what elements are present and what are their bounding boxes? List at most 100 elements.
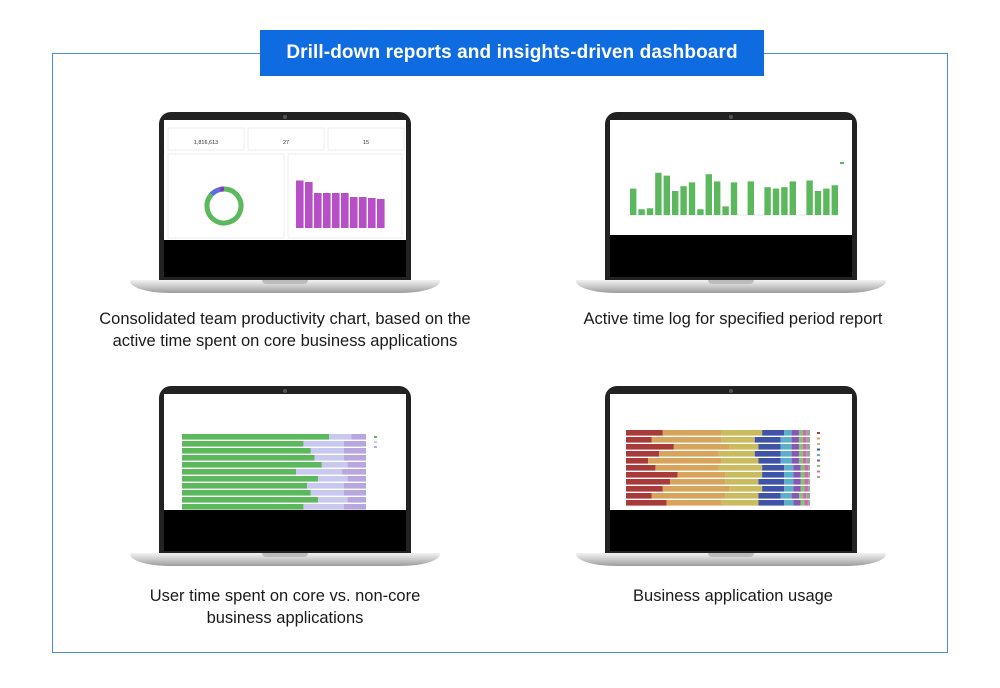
stacked-bar-segment [798,444,803,450]
legend-swatch [817,443,820,445]
stacked-bar-segment [343,483,366,489]
stacked-bar-segment [791,451,799,457]
bar [806,180,813,215]
stacked-bar-segment [347,476,366,482]
stacked-bar-segment [182,476,319,482]
stacked-bar-segment [800,472,805,478]
legend-swatch [817,459,820,462]
bar [772,188,780,215]
stacked-bar-segment [780,444,792,450]
legend-swatch [817,470,820,473]
stacked-bar-segment [804,465,809,471]
bar [722,206,729,215]
stacked-bar-segment [303,504,344,510]
stacked-bar-segment [784,500,794,506]
stacked-bar-segment [626,444,674,450]
stacked-bar-segment [804,479,809,485]
stacked-bar-segment [721,430,763,436]
stacked-bar-segment [762,465,785,471]
stacked-bar-segment [725,472,763,478]
stacked-bar-segment [798,493,803,499]
bar [680,186,687,215]
stacked-bar-segment [791,493,799,499]
stacked-bar-segment [791,458,799,464]
stacked-bar-segment [342,469,366,475]
stacked-bar-segment [808,486,810,492]
legend-swatch [817,454,820,456]
banner-title: Drill-down reports and insights-driven d… [260,30,764,76]
stacked-bar-segment [329,434,352,440]
stacked-bar-segment [626,472,678,478]
stacked-bar-segment [651,493,726,499]
bar [377,199,385,228]
stacked-bar-segment [307,483,344,489]
stacked-bar-segment [806,451,810,457]
bar [764,187,771,215]
stacked-bar-segment [626,437,652,443]
stacked-bar-segment [182,469,297,475]
stacked-bar-segment [791,444,799,450]
bar [663,175,670,215]
stacked-bar-segment [762,430,785,436]
bar [646,208,654,215]
stacked-bar-segment [626,486,663,492]
stacked-bar-segment [296,469,343,475]
bar [341,193,349,228]
core-vs-noncore-chart [164,394,406,510]
stacked-bar-segment [626,430,663,436]
legend-swatch [374,441,377,443]
stacked-bar-segment [793,472,801,478]
app-usage-chart [610,394,852,510]
stacked-bar-segment [718,451,755,457]
stacked-bar-segment [626,458,649,464]
stacked-bar-segment [318,497,348,503]
stacked-bar-segment [651,437,722,443]
bar [688,182,696,215]
stacked-bar-segment [351,434,366,440]
stacked-bar-segment [314,455,344,461]
stacked-bar-segment [343,441,366,447]
stacked-bar-segment [784,465,794,471]
stacked-bar-segment [802,430,807,436]
stacked-bar-segment [800,500,805,506]
stacked-bar-segment [793,500,801,506]
donut-slice [219,186,225,192]
stacked-bar-segment [626,451,660,457]
caption-app-usage: Business application usage [528,585,938,607]
legend-swatch [374,446,377,448]
stacked-bar-segment [182,483,308,489]
caption-line: Active time log for specified period rep… [583,310,883,328]
kpi-value: 1,816,613 [194,140,218,146]
stacked-bar-segment [310,490,344,496]
stacked-bar-segment [318,476,348,482]
bar [638,209,645,215]
bar [697,209,704,215]
stacked-bar-segment [182,448,311,454]
active-time-log-chart [610,120,852,235]
stacked-bar-segment [303,441,344,447]
stacked-bar-segment [806,458,810,464]
screen-background [610,120,852,235]
stacked-bar-segment [798,430,803,436]
stacked-bar-segment [800,465,805,471]
stacked-bar-segment [780,493,792,499]
stacked-bar-segment [662,486,730,492]
legend-swatch [374,436,377,438]
legend-swatch [817,476,820,478]
legend-swatch [817,432,820,434]
stacked-bar-segment [626,493,652,499]
caption-line: business applications [206,609,364,627]
stacked-bar-segment [343,455,366,461]
bar [781,187,788,215]
stacked-bar-segment [347,462,366,468]
stacked-bar-segment [784,430,792,436]
bar [305,182,313,228]
donut-slice [209,187,221,197]
bar [831,185,838,215]
stacked-bar-segment [804,472,809,478]
stacked-bar-segment [780,458,792,464]
bar [705,174,712,215]
stacked-bar-segment [784,479,794,485]
stacked-bar-segment [343,490,366,496]
